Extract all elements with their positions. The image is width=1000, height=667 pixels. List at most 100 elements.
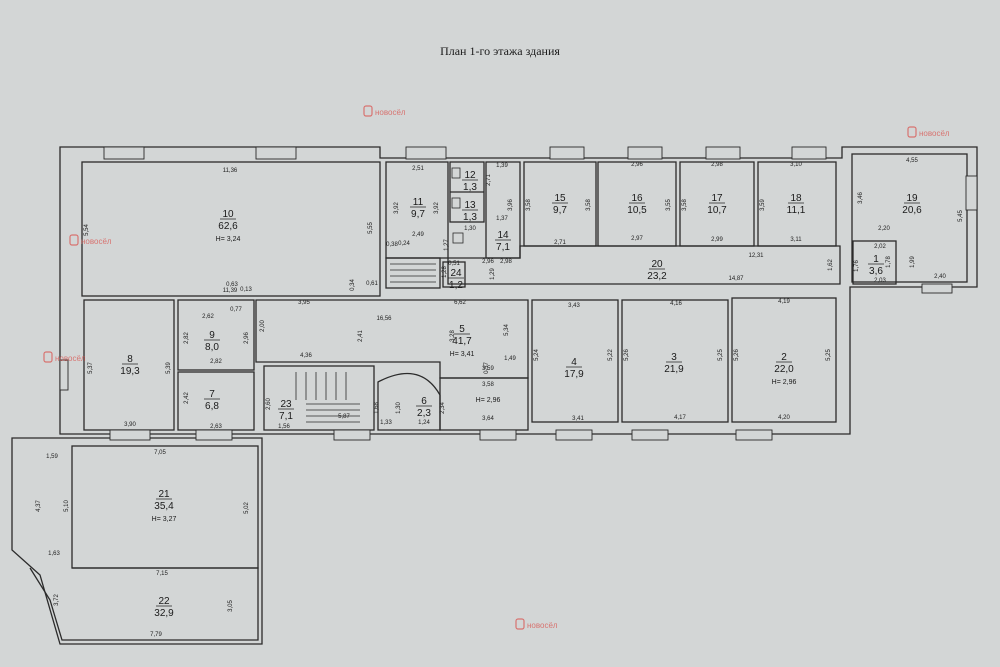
dimension-label: 5,10 [64, 500, 70, 512]
room-area: 1,3 [463, 212, 477, 223]
room-area: 3,6 [869, 266, 883, 277]
room-area: 21,9 [664, 364, 684, 375]
room-height: H= 3,24 [216, 236, 241, 243]
watermark-text: новосёл [527, 621, 558, 630]
dimension-label: 3,28 [450, 330, 456, 342]
dimension-label: 2,42 [184, 392, 190, 404]
room-number: 22 [158, 596, 170, 607]
dimension-label: 7,79 [150, 632, 162, 638]
dimension-label: 2,97 [631, 236, 643, 242]
dimension-label: 3,59 [760, 199, 766, 211]
watermark-house-icon [363, 105, 373, 117]
watermark-house-icon [515, 618, 525, 630]
dimension-label: 11,36 [223, 168, 238, 174]
room-area: 2,3 [417, 408, 431, 419]
room-number: 16 [631, 193, 643, 204]
dimension-label: 3,58 [586, 199, 592, 211]
dimension-label: 2,20 [878, 226, 890, 232]
dimension-label: 4,37 [36, 500, 42, 512]
dimension-label: 1,39 [496, 163, 508, 169]
dimension-label: 1,30 [464, 226, 476, 232]
dimension-label: 2,99 [711, 237, 723, 243]
dimension-label: 5,26 [734, 349, 740, 361]
room-24: 241,2 [448, 268, 464, 291]
room-4-walls [531, 299, 619, 423]
room-area: 35,4 [154, 501, 174, 512]
room-24-walls [442, 261, 466, 288]
plan-title: План 1-го этажа здания [440, 44, 560, 58]
room-number: 5 [459, 324, 465, 335]
dimension-label: 2,34 [440, 402, 446, 414]
room-2: 222,0H= 2,96 [772, 352, 797, 386]
room-4: 417,9 [564, 357, 584, 380]
dimension-label: 3,72 [54, 594, 60, 606]
room-number: 17 [711, 193, 723, 204]
dimension-label: 5,25 [718, 349, 724, 361]
watermark-house-icon [43, 351, 53, 363]
corridor-height-label: H= 2,96 [476, 397, 501, 404]
dimension-label: 5,22 [608, 349, 614, 361]
dimension-label: 2,98 [711, 162, 723, 168]
dimension-label: 4,16 [670, 301, 682, 307]
dimension-label: 1,49 [504, 356, 516, 362]
room-number: 2 [781, 352, 787, 363]
room-area: 1,2 [449, 280, 463, 291]
room-number: 1 [873, 254, 879, 265]
room-14: 147,1 [495, 230, 511, 253]
room-3: 321,9 [664, 352, 684, 375]
dimension-label: 1,28 [442, 266, 448, 278]
dimension-label: 0,63 [226, 282, 238, 288]
dimension-label: 3,41 [572, 416, 584, 422]
dimension-label: 2,41 [358, 330, 364, 342]
dimension-label: 4,20 [778, 415, 790, 421]
walls [11, 146, 978, 645]
dimension-label: 4,36 [300, 353, 312, 359]
dimension-label: 3,90 [124, 422, 136, 428]
stairs [295, 263, 436, 423]
room-9-walls [177, 299, 255, 371]
room-area: 23,2 [647, 271, 667, 282]
room-area: 9,7 [553, 205, 567, 216]
room-number: 18 [790, 193, 802, 204]
dimension-label: 5,55 [368, 222, 374, 234]
room-11: 119,7 [410, 197, 426, 220]
dimension-label: 0,34 [350, 279, 356, 291]
dimension-label: 5,45 [958, 210, 964, 222]
room-number: 14 [497, 230, 509, 241]
dimension-label: 2,63 [210, 424, 222, 430]
dimension-label: 2,96 [631, 162, 643, 168]
room-number: 23 [280, 399, 292, 410]
dimension-label: 2,98 [500, 259, 512, 265]
dimension-label: 3,58 [482, 382, 494, 388]
outer-wall [59, 146, 978, 435]
dimension-label: 2,51 [412, 166, 424, 172]
sanitary-fixtures [451, 167, 464, 244]
watermark-text: новосёл [55, 354, 86, 363]
dimension-label: 2,96 [482, 259, 494, 265]
dimension-label: 2,71 [554, 240, 566, 246]
room-22-walls [29, 567, 259, 641]
room-number: 3 [671, 352, 677, 363]
dimension-label: 2,96 [244, 332, 250, 344]
room-1: 13,6 [868, 254, 884, 277]
dimension-label: 3,92 [434, 202, 440, 214]
dimension-label: 16,56 [376, 316, 392, 322]
dimension-label: 1,24 [418, 420, 430, 426]
watermark-logo: новосёл [69, 234, 112, 246]
dimension-label: 0,51 [448, 261, 460, 267]
room-number: 8 [127, 354, 133, 365]
dimension-label: 0,77 [230, 307, 242, 313]
dimension-label: 4,19 [778, 299, 790, 305]
room-number: 4 [571, 357, 577, 368]
room-area: 8,0 [205, 342, 219, 353]
room-13: 131,3 [462, 200, 478, 223]
room-6: 62,3 [416, 396, 432, 419]
room-area: 6,8 [205, 401, 219, 412]
dimension-label: 5,02 [244, 502, 250, 514]
dimension-label: 5,37 [88, 362, 94, 374]
